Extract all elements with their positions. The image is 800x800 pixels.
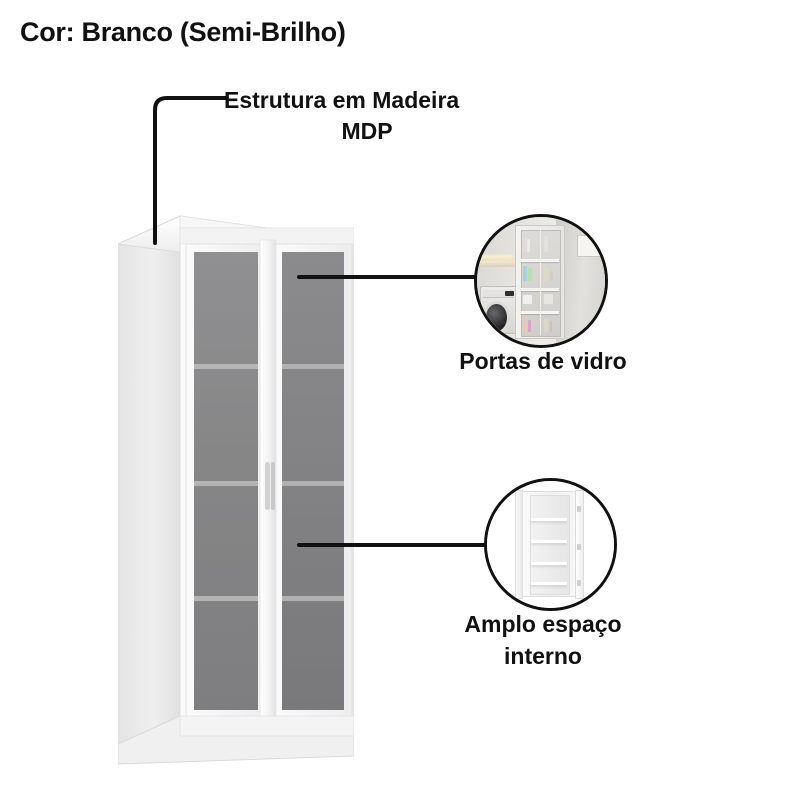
product-cabinet-illustration <box>118 196 354 766</box>
photo-glass-cabinet <box>515 224 565 340</box>
page-title: Cor: Branco (Semi-Brilho) <box>20 17 346 47</box>
cabinet-hinge-icon <box>577 505 582 512</box>
cabinet-hinge-icon <box>577 580 582 587</box>
open-cabinet-interior <box>529 495 570 596</box>
open-cabinet-body <box>520 491 578 598</box>
photo-shelf-item <box>523 236 527 252</box>
open-cabinet-shelf <box>530 561 568 565</box>
callout-structure-line1: Estrutura em Madeira <box>224 87 460 113</box>
photo-shelf-item <box>549 270 553 281</box>
photo-shelf-item <box>523 266 527 281</box>
washer-door <box>483 300 511 334</box>
washer-display <box>504 290 514 296</box>
shelf-line <box>194 481 258 486</box>
callout-interior-space-line2: interno <box>504 643 582 669</box>
cabinet-door-handle-left <box>265 462 270 510</box>
open-cabinet-shelf <box>530 581 568 585</box>
photo-shelf-item <box>543 294 553 305</box>
cabinet-left-side-panel <box>118 215 181 745</box>
callout-glass-doors-label: Portas de vidro <box>459 348 627 374</box>
photo-shelf-item <box>528 268 532 281</box>
cabinet-door-handle-right <box>271 462 275 510</box>
shelf-line <box>194 596 258 601</box>
photo-shelf-item <box>527 239 531 252</box>
shelf-line <box>282 481 344 486</box>
open-cabinet-interior-photo <box>484 478 617 611</box>
callout-interior-space-label: Amplo espaço interno <box>403 608 683 672</box>
shelf-line <box>194 364 258 369</box>
callout-interior-space-line1: Amplo espaço <box>464 611 622 637</box>
photo-counter <box>478 260 517 267</box>
photo-shelf-item <box>549 240 553 252</box>
photo-shelf-item <box>543 267 548 281</box>
callout-structure-line2: MDP <box>341 118 393 144</box>
washing-machine-icon <box>479 286 518 335</box>
cabinet-plinth <box>118 715 354 765</box>
open-cabinet-right-door <box>574 489 585 599</box>
cabinet-hinge-icon <box>577 544 582 551</box>
shelf-line <box>282 596 344 601</box>
photo-shelf-item <box>523 318 527 332</box>
photo-shelf-item <box>527 320 531 332</box>
open-cabinet-left-door <box>514 489 524 599</box>
cabinet-base-rail <box>179 715 354 737</box>
photo-shelf-item <box>543 319 548 332</box>
washer-control-panel <box>482 289 515 299</box>
shelf-line <box>282 364 344 369</box>
open-cabinet-shelf <box>530 540 568 544</box>
photo-shelf-item <box>523 295 533 305</box>
photo-cabinet-stile <box>539 230 542 335</box>
photo-window <box>576 234 605 258</box>
photo-under-cabinet-light <box>479 255 513 261</box>
callout-structure-text: Estrutura em Madeira MDP <box>224 85 510 147</box>
laundry-room-glass-door-cabinet-photo <box>474 214 608 348</box>
photo-shelf-item <box>549 321 553 332</box>
open-cabinet-shelf <box>530 518 568 522</box>
photo-shelf-item <box>543 235 548 252</box>
